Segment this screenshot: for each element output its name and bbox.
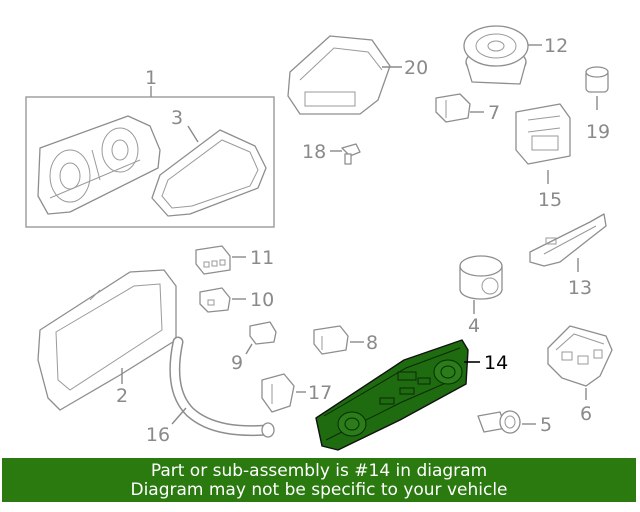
callout-13: 13 bbox=[568, 277, 592, 299]
callout-15: 15 bbox=[538, 189, 562, 211]
callout-11: 11 bbox=[250, 247, 274, 269]
callout-19: 19 bbox=[586, 121, 610, 143]
part-3-cluster-lens[interactable] bbox=[151, 125, 267, 217]
callout-9: 9 bbox=[231, 352, 243, 374]
callout-7: 7 bbox=[488, 102, 500, 124]
part-16-hose[interactable] bbox=[169, 336, 275, 438]
part-13-bracket[interactable] bbox=[529, 213, 607, 272]
part-18-clip[interactable] bbox=[330, 143, 361, 165]
banner-line-2: Diagram may not be specific to your vehi… bbox=[130, 480, 508, 500]
part-12-speaker[interactable] bbox=[463, 25, 542, 85]
banner-line-1: Part or sub-assembly is #14 in diagram bbox=[150, 461, 488, 481]
callout-2: 2 bbox=[116, 385, 128, 407]
callout-8: 8 bbox=[366, 332, 378, 354]
callout-12: 12 bbox=[544, 35, 568, 57]
part-7-connector[interactable] bbox=[435, 93, 484, 123]
part-17-switch[interactable] bbox=[261, 373, 306, 413]
callout-16: 16 bbox=[146, 424, 170, 446]
info-banner: Part or sub-assembly is #14 in diagram D… bbox=[2, 458, 636, 502]
callout-1: 1 bbox=[145, 67, 157, 89]
part-2-cluster-housing[interactable] bbox=[37, 269, 177, 411]
callout-3: 3 bbox=[171, 107, 183, 129]
callout-14: 14 bbox=[484, 352, 508, 374]
callout-17: 17 bbox=[308, 382, 332, 404]
part-5-push-button[interactable] bbox=[477, 410, 536, 434]
part-1-instrument-cluster[interactable] bbox=[37, 115, 161, 215]
callout-18: 18 bbox=[302, 141, 326, 163]
part-11-switch[interactable] bbox=[195, 245, 246, 275]
cluster-group-box bbox=[25, 86, 275, 228]
callout-5: 5 bbox=[540, 414, 552, 436]
part-19-button[interactable] bbox=[585, 66, 609, 110]
part-4-knob[interactable] bbox=[459, 255, 503, 314]
callout-20: 20 bbox=[404, 57, 428, 79]
callout-4: 4 bbox=[468, 315, 480, 337]
callout-10: 10 bbox=[250, 289, 274, 311]
part-14-climate-control-panel[interactable] bbox=[315, 339, 480, 451]
part-10-switch[interactable] bbox=[199, 287, 246, 313]
part-9-switch[interactable] bbox=[245, 321, 277, 355]
part-20-module[interactable] bbox=[287, 35, 402, 115]
callout-6: 6 bbox=[580, 403, 592, 425]
part-15-control-module[interactable] bbox=[515, 103, 571, 184]
part-6-bezel[interactable] bbox=[547, 325, 613, 400]
part-8-switch[interactable] bbox=[313, 325, 364, 355]
